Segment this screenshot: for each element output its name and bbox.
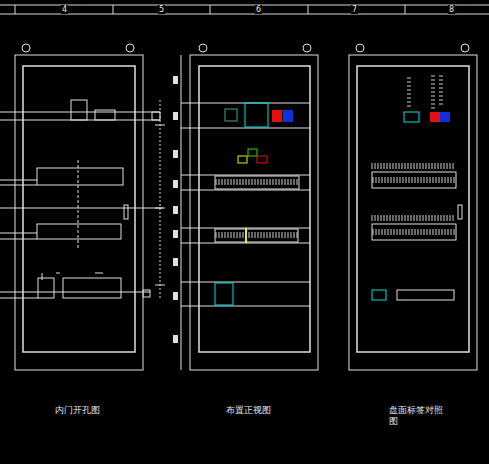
label-panel [349,44,477,370]
panel: 内门开孔图 [15,55,143,425]
layout-panel [181,44,318,370]
grid-number: 7 [351,5,358,14]
view-caption: 盘面标签对照图 [389,405,447,427]
panel: 布置正视图 [190,55,318,425]
door-panel [0,44,165,370]
grid-number: 5 [158,5,165,14]
tag-box [430,112,450,122]
terminal-rows [216,76,454,238]
devices [238,110,293,243]
grid-number: 6 [255,5,262,14]
grid-number: 8 [448,5,455,14]
view-caption: 内门开孔图 [55,405,115,416]
side-rail-blocks [173,76,178,343]
frame [0,5,489,14]
panel: 盘面标签对照图 [349,55,477,425]
grid-number: 4 [61,5,68,14]
view-caption: 布置正视图 [226,405,286,416]
